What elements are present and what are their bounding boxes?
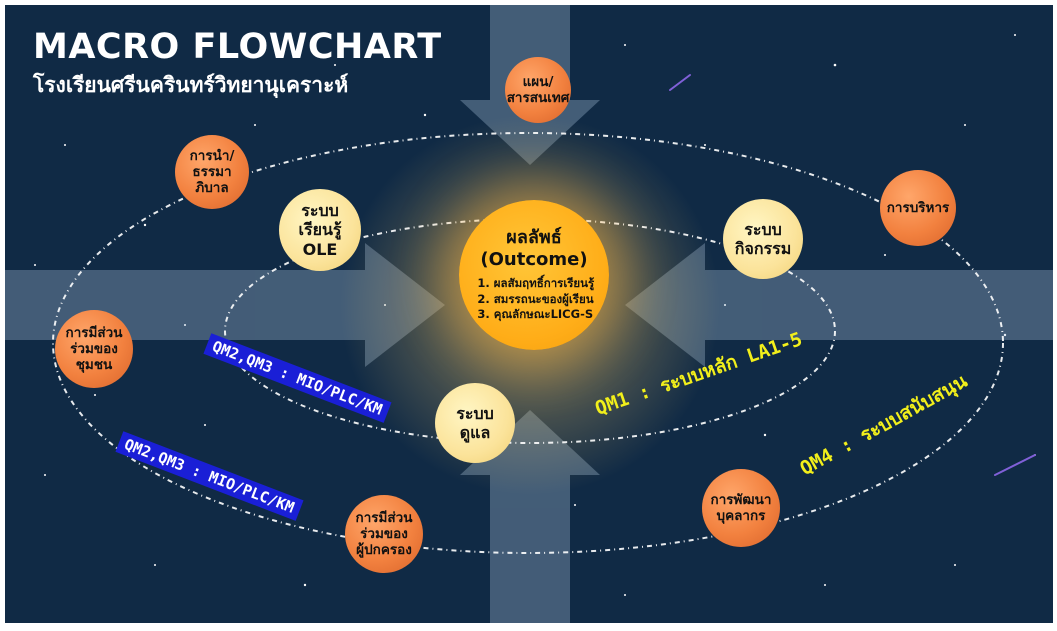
node-text: แผน/ [522, 73, 554, 90]
node-text: การมีส่วน [65, 324, 123, 341]
outcome-list: ผลสัมฤทธิ์การเรียนรู้ สมรรถนะของผู้เรียน… [474, 276, 594, 323]
flowchart-canvas: MACRO FLOWCHART โรงเรียนศรีนครินทร์วิทยา… [5, 5, 1053, 623]
node-text: ระบบ [301, 201, 339, 221]
node-text: ธรรมา [192, 163, 232, 180]
activity-system-node: ระบบ กิจกรรม [723, 199, 803, 279]
community-participation-node: การมีส่วน ร่วมของ ชุมชน [55, 310, 133, 388]
node-text: เรียนรู้ [298, 220, 342, 240]
node-text: กิจกรรม [734, 239, 792, 258]
node-text: OLE [302, 239, 338, 259]
node-text: ผู้ปกครอง [356, 542, 412, 559]
node-text: การบริหาร [886, 199, 950, 216]
page-title: MACRO FLOWCHART [33, 27, 442, 67]
outcome-item: คุณลักษณะLICG-S [494, 307, 594, 323]
outcome-center-node: ผลลัพธ์ (Outcome) ผลสัมฤทธิ์การเรียนรู้ … [459, 200, 609, 350]
node-text: สารสนเทศ [506, 90, 570, 106]
outcome-title-thai: ผลลัพธ์ [506, 227, 562, 249]
outcome-item: ผลสัมฤทธิ์การเรียนรู้ [494, 276, 594, 292]
outcome-title-english: (Outcome) [480, 248, 588, 270]
leadership-governance-node: การนำ/ ธรรมา ภิบาล [175, 135, 249, 209]
parent-participation-node: การมีส่วน ร่วมของ ผู้ปกครอง [345, 495, 423, 573]
node-text: บุคลากร [716, 508, 766, 524]
page-subtitle: โรงเรียนศรีนครินทร์วิทยานุเคราะห์ [33, 73, 349, 97]
node-text: ภิบาล [195, 180, 229, 197]
learning-system-node: ระบบ เรียนรู้ OLE [279, 189, 361, 271]
administration-node: การบริหาร [880, 170, 956, 246]
outcome-item: สมรรถนะของผู้เรียน [494, 292, 594, 308]
node-text: การพัฒนา [710, 491, 772, 508]
care-system-node: ระบบ ดูแล [435, 383, 515, 463]
node-text: ดูแล [459, 423, 491, 442]
node-text: ร่วมของ [70, 340, 118, 357]
planning-info-node: แผน/ สารสนเทศ [505, 57, 571, 123]
node-text: ร่วมของ [360, 525, 408, 542]
node-text: ระบบ [744, 219, 782, 239]
node-text: การมีส่วน [355, 509, 413, 526]
personnel-development-node: การพัฒนา บุคลากร [702, 469, 780, 547]
node-text: การนำ/ [189, 147, 235, 164]
node-text: ชุมชน [75, 357, 113, 374]
node-text: ระบบ [456, 403, 494, 423]
